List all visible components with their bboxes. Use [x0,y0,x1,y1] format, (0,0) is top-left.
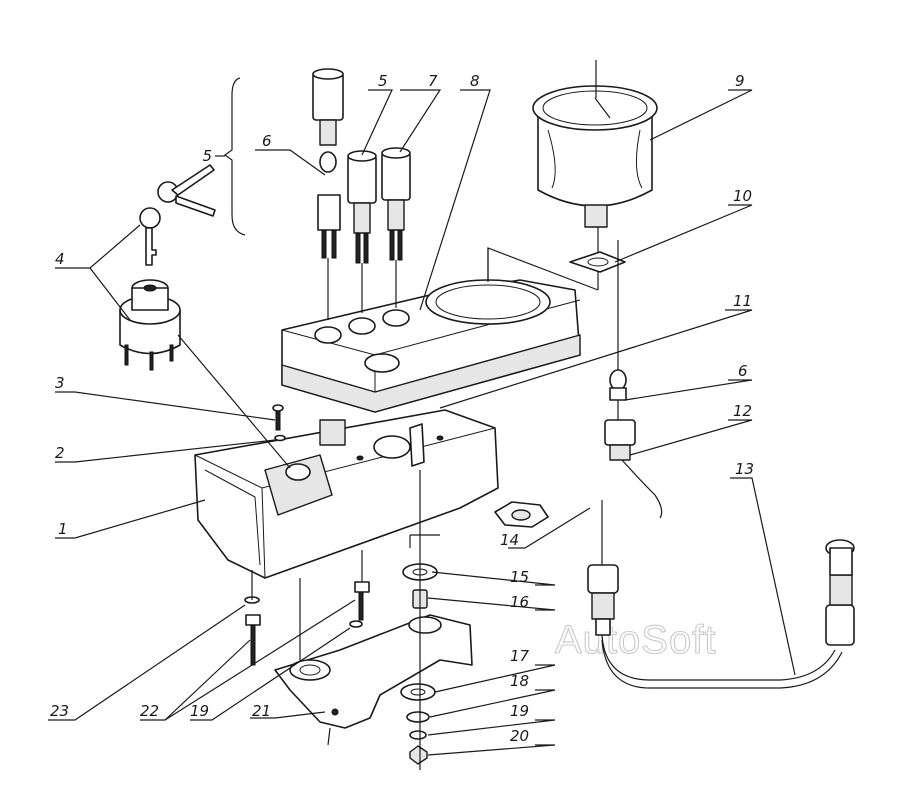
callout-6-right: 6 [738,362,748,380]
gauge-part [532,60,658,290]
callout-21: 21 [252,702,271,720]
callout-22: 22 [140,702,159,720]
keys-icon [139,164,216,266]
callout-15: 15 [510,568,529,586]
callout-19-right: 19 [510,702,529,720]
callout-14: 14 [500,531,519,549]
callout-3: 3 [55,374,65,392]
callout-23: 23 [50,702,69,720]
fasteners [244,404,549,770]
callout-5-top: 5 [378,72,388,90]
callout-11: 11 [733,292,752,310]
speedometer-cable-part [587,500,855,689]
callout-9: 9 [735,72,745,90]
callout-8: 8 [470,72,480,90]
lower-housing-part [194,409,499,579]
callout-13: 13 [735,460,754,478]
callout-16: 16 [510,593,529,611]
callout-5-group: 5 [202,147,212,165]
callout-7: 7 [428,72,438,90]
lamp-socket-part [604,240,663,519]
bracket-part [274,614,473,729]
callout-2: 2 [55,444,65,462]
switch-assembly [312,68,411,320]
callout-6-top: 6 [262,132,272,150]
watermark-text: AutoSoft [555,618,716,662]
callout-labels: 5 6 5 7 8 9 10 11 6 12 13 4 3 2 1 14 15 … [50,72,754,745]
callout-20: 20 [510,727,529,745]
callout-4: 4 [55,250,65,268]
callout-18: 18 [510,672,529,690]
callout-1: 1 [58,520,68,538]
callout-17: 17 [510,647,530,665]
ignition-switch-part [119,164,216,371]
upper-panel-part [281,279,581,413]
leader-lines [48,77,796,756]
callout-12: 12 [733,402,752,420]
callout-19-left: 19 [190,702,209,720]
callout-10: 10 [733,187,752,205]
